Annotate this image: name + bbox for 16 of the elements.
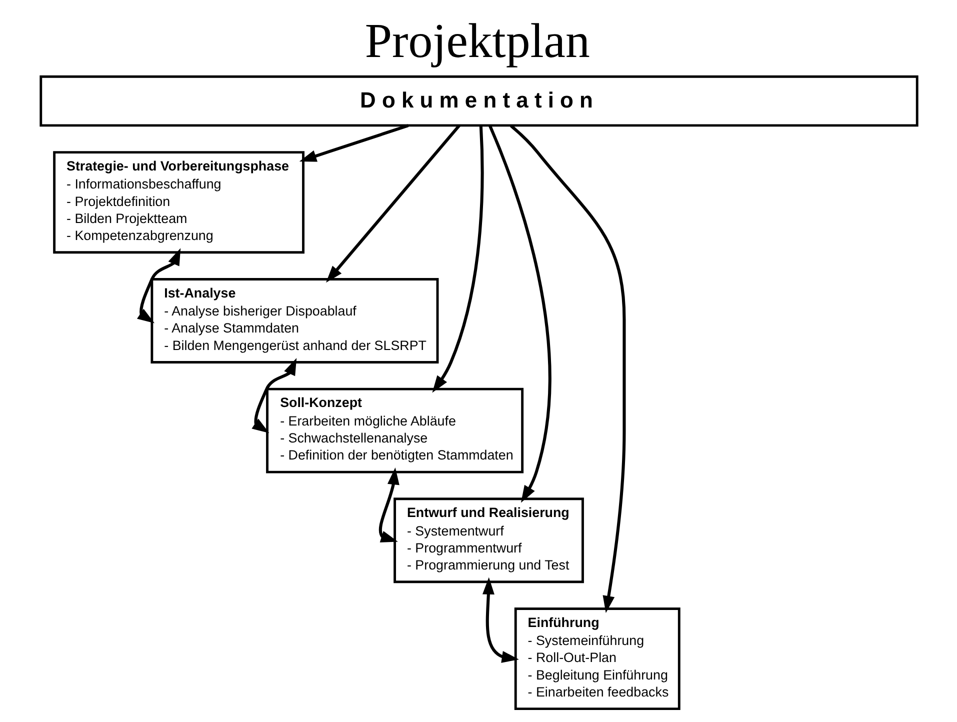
arrow <box>378 467 399 542</box>
arrow <box>432 126 484 393</box>
node-box: D o k u m e n t a t i o n <box>39 75 918 127</box>
node-box: Soll-Konzept - Erarbeiten mögliche Abläufe - Schwachstellenanalyse - Definition der benötigten Stammdaten <box>266 388 524 474</box>
arrow <box>251 358 296 434</box>
arrow <box>136 248 180 324</box>
diagram-title: Projektplan <box>364 14 590 68</box>
node-box: Ist-Analyse - Analyse bisheriger Dispoablauf - Analyse Stammdaten - Bilden Mengengerüst anhand der SLSRPT <box>150 278 438 364</box>
node-box: Strategie- und Vorbereitungsphase - Informationsbeschaffung - Projektdefinition - Bilden Projektteam - Kompetenzabgrenzung <box>52 151 304 254</box>
arrow <box>482 577 518 663</box>
node-box: Einführung - Systemeinführung - Roll-Out-Plan - Begleitung Einführung - Einarbeiten feedbacks <box>514 608 680 710</box>
arrow <box>298 124 408 162</box>
arrow <box>325 124 460 283</box>
arrow <box>488 125 551 503</box>
node-box: Entwurf und Realisierung - Systementwurf - Programmentwurf - Programmierung und Test <box>393 498 584 584</box>
arrow <box>509 124 626 613</box>
